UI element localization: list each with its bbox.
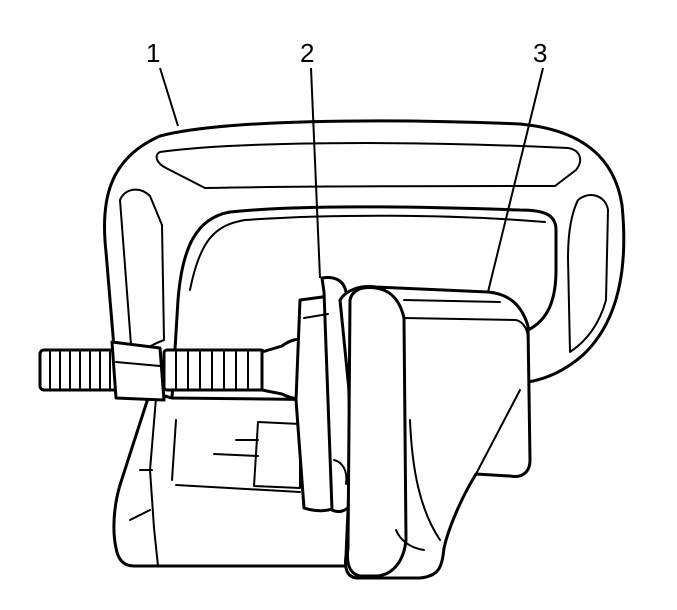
pressing-plate [294,276,354,514]
c-clamp-frame [102,119,626,400]
forcing-screw [38,337,306,402]
leader-line-1 [159,67,179,127]
callout-1: 1 [146,38,160,68]
caliper-housing [112,390,352,568]
callout-2: 2 [300,38,314,68]
leader-lines [159,67,544,293]
leader-line-3 [487,67,544,293]
caliper-piston-body [338,285,532,580]
callout-3: 3 [533,38,547,68]
leader-line-2 [310,67,321,279]
